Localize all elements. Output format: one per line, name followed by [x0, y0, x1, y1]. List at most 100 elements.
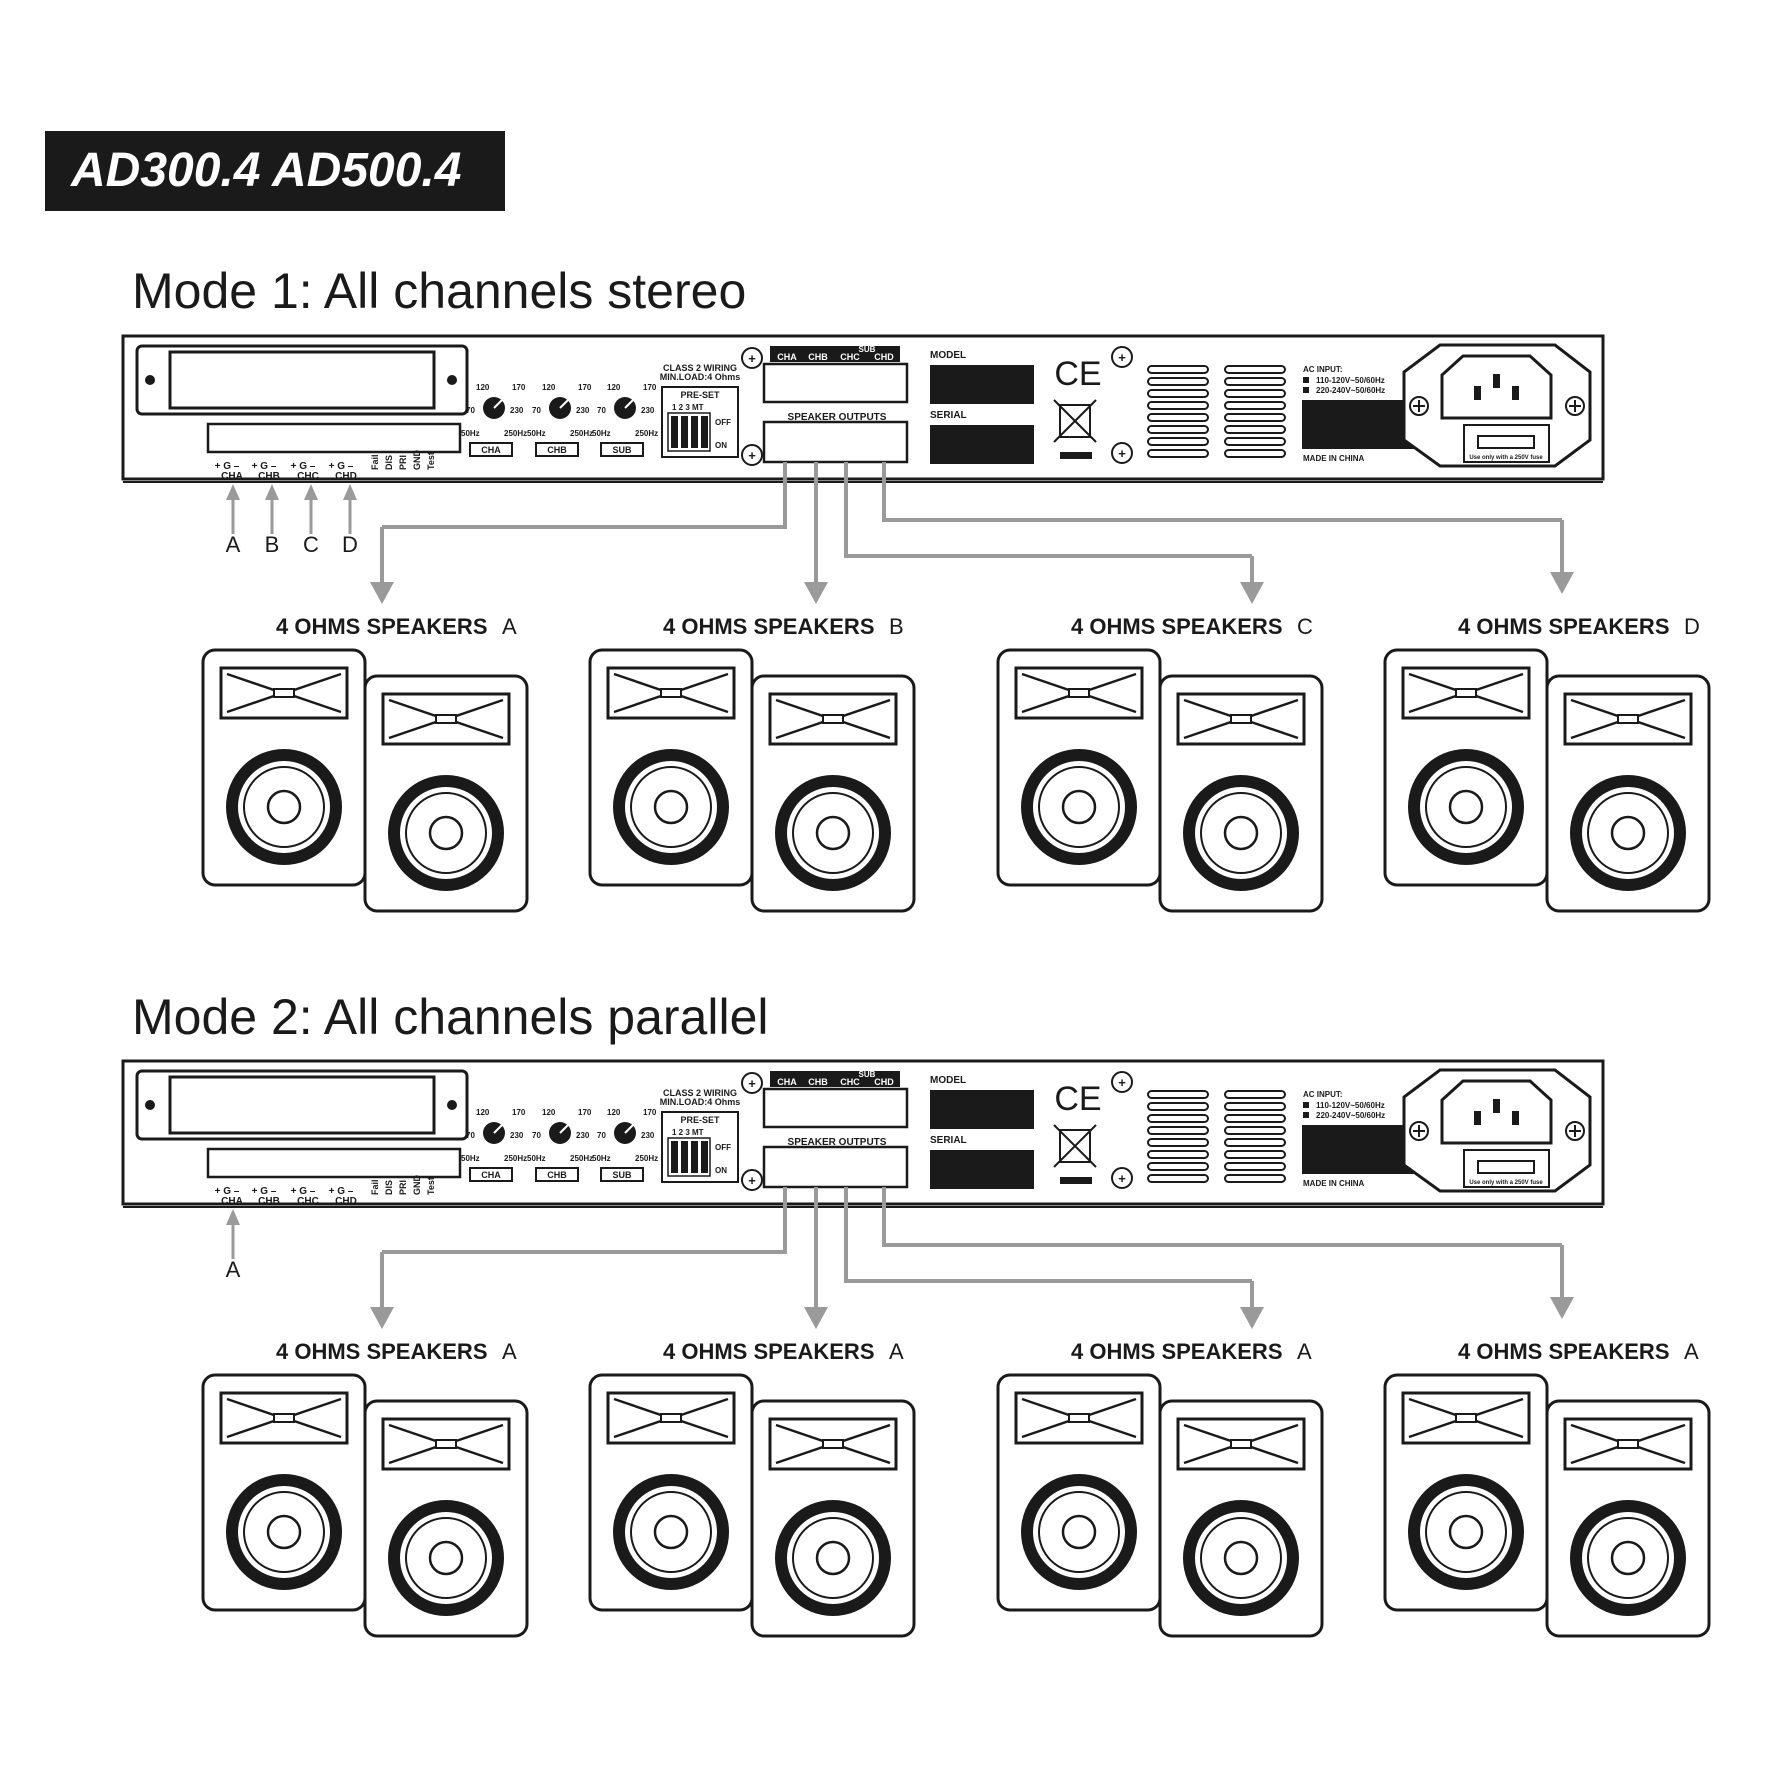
output-wiring — [370, 462, 1574, 604]
channel-header-bar — [770, 1071, 900, 1087]
ac-line2: 220-240V~50/60Hz — [1316, 1111, 1385, 1120]
knob-channel-box — [600, 1167, 644, 1182]
input-marker-label: D — [342, 532, 358, 557]
speaker-output-top — [762, 1087, 909, 1129]
status-label: Fail — [370, 454, 380, 470]
iec-pin — [1493, 1099, 1500, 1113]
ac-input-label: AC INPUT: — [1303, 1090, 1343, 1099]
woofer-dustcap — [428, 1540, 464, 1576]
vent-slot — [1147, 1090, 1209, 1099]
channel-header-label: CHC — [840, 1077, 860, 1087]
status-label: DIS — [384, 455, 394, 470]
class2-line1: CLASS 2 WIRING — [663, 363, 737, 373]
channel-header-label: CHB — [808, 1077, 828, 1087]
horn-throat — [1068, 688, 1090, 698]
output-arrow-head — [370, 1307, 394, 1329]
knob-pointer — [559, 399, 569, 409]
iec-pin — [1512, 386, 1519, 400]
knob-pointer — [624, 399, 634, 409]
output-arrow-head — [804, 582, 828, 604]
status-label: Test — [426, 452, 436, 470]
sub-header-label: SUB — [859, 1070, 876, 1079]
screw-slot — [1413, 400, 1581, 412]
preset-numbers: 1 2 3 MT — [672, 403, 704, 412]
output-arrow-head — [1240, 1307, 1264, 1329]
ce-mark: CE — [1054, 1080, 1101, 1118]
output-arrow-head — [1550, 1297, 1574, 1319]
knob-scale-label: 120 — [542, 383, 556, 392]
ac-input-label: AC INPUT: — [1303, 365, 1343, 374]
speaker-group-letter: B — [889, 614, 904, 639]
plus-icon — [1111, 346, 1133, 368]
knob-scale-label: 230 — [576, 406, 590, 415]
horn-throat — [435, 1439, 457, 1449]
vent-slot — [1147, 425, 1209, 434]
channel-header-label: CHC — [840, 352, 860, 362]
plus-icon — [741, 444, 763, 466]
dip-lever-icon — [691, 1141, 698, 1173]
output-arrow-head — [1550, 572, 1574, 594]
horn-throat — [1230, 1439, 1252, 1449]
speaker-group-letter: A — [502, 614, 517, 639]
ac-line1: 110-120V~50/60Hz — [1316, 376, 1385, 385]
input-markers: A — [226, 1209, 241, 1282]
knob-scale-label: 170 — [578, 1108, 592, 1117]
made-in-label: MADE IN CHINA — [1303, 1179, 1365, 1188]
vent-slot — [1224, 389, 1286, 398]
knob-scale-label: 230 — [641, 406, 655, 415]
dip-lever-icon — [671, 1141, 678, 1173]
woofer-dustcap — [1610, 1540, 1646, 1576]
preset-off-label: OFF — [715, 418, 731, 427]
vent-slot — [1147, 377, 1209, 386]
vent-slot — [1224, 401, 1286, 410]
knob-scale-label: 250Hz — [504, 429, 527, 438]
knob-scale-label: 170 — [643, 383, 657, 392]
screw-icon — [447, 375, 457, 385]
input-terminal-label: CHC — [297, 471, 319, 482]
output-wire — [844, 1187, 1252, 1283]
input-terminal-signs: + G – — [252, 1186, 277, 1197]
knob-channel-box — [469, 1167, 513, 1182]
knob-pointer — [493, 399, 503, 409]
iec-pin — [1474, 1111, 1481, 1125]
display-window — [168, 1075, 436, 1135]
plus-icon — [1111, 1071, 1133, 1093]
ac-rating-plate — [1302, 400, 1422, 449]
speaker-group-label: 4 OHMS SPEAKERS — [276, 1339, 488, 1364]
horn-throat — [273, 688, 295, 698]
fuse-icon — [1477, 1160, 1535, 1174]
knob-scale-label: 120 — [476, 1108, 490, 1117]
status-label: PRI — [398, 1180, 408, 1195]
channel-header-bar — [770, 346, 900, 362]
speaker-group-label: 4 OHMS SPEAKERS — [1071, 614, 1283, 639]
speaker-group-label: 4 OHMS SPEAKERS — [1458, 1339, 1670, 1364]
knob-scale-label: 70 — [597, 406, 606, 415]
woofer-dustcap — [266, 1514, 302, 1550]
vent-slot — [1224, 1126, 1286, 1135]
knob-channel-box — [469, 442, 513, 457]
knob-scale-label: 70 — [532, 406, 541, 415]
iec-pin — [1474, 386, 1481, 400]
ac-checkbox — [1303, 377, 1309, 383]
status-label: Test — [426, 1177, 436, 1195]
dip-lever-icon — [701, 1141, 708, 1173]
knob-scale-label: 170 — [512, 383, 526, 392]
weee-cross — [1053, 399, 1097, 443]
speaker-group-label: 4 OHMS SPEAKERS — [1071, 1339, 1283, 1364]
speaker-outputs-label: SPEAKER OUTPUTS — [788, 412, 887, 423]
plus-sign: + — [1118, 1075, 1126, 1090]
input-terminal-signs: + G – — [252, 461, 277, 472]
input-arrow-head — [343, 484, 357, 500]
horn-throat — [660, 1413, 682, 1423]
vent-slot — [1147, 401, 1209, 410]
input-terminal-signs: + G – — [329, 1186, 354, 1197]
knob-channel-box — [600, 442, 644, 457]
input-terminal-signs: + G – — [329, 461, 354, 472]
output-wire — [844, 462, 1252, 558]
knob-scale-label: 250Hz — [504, 1154, 527, 1163]
knob-channel-label: SUB — [612, 445, 632, 455]
horn-throat — [822, 714, 844, 724]
